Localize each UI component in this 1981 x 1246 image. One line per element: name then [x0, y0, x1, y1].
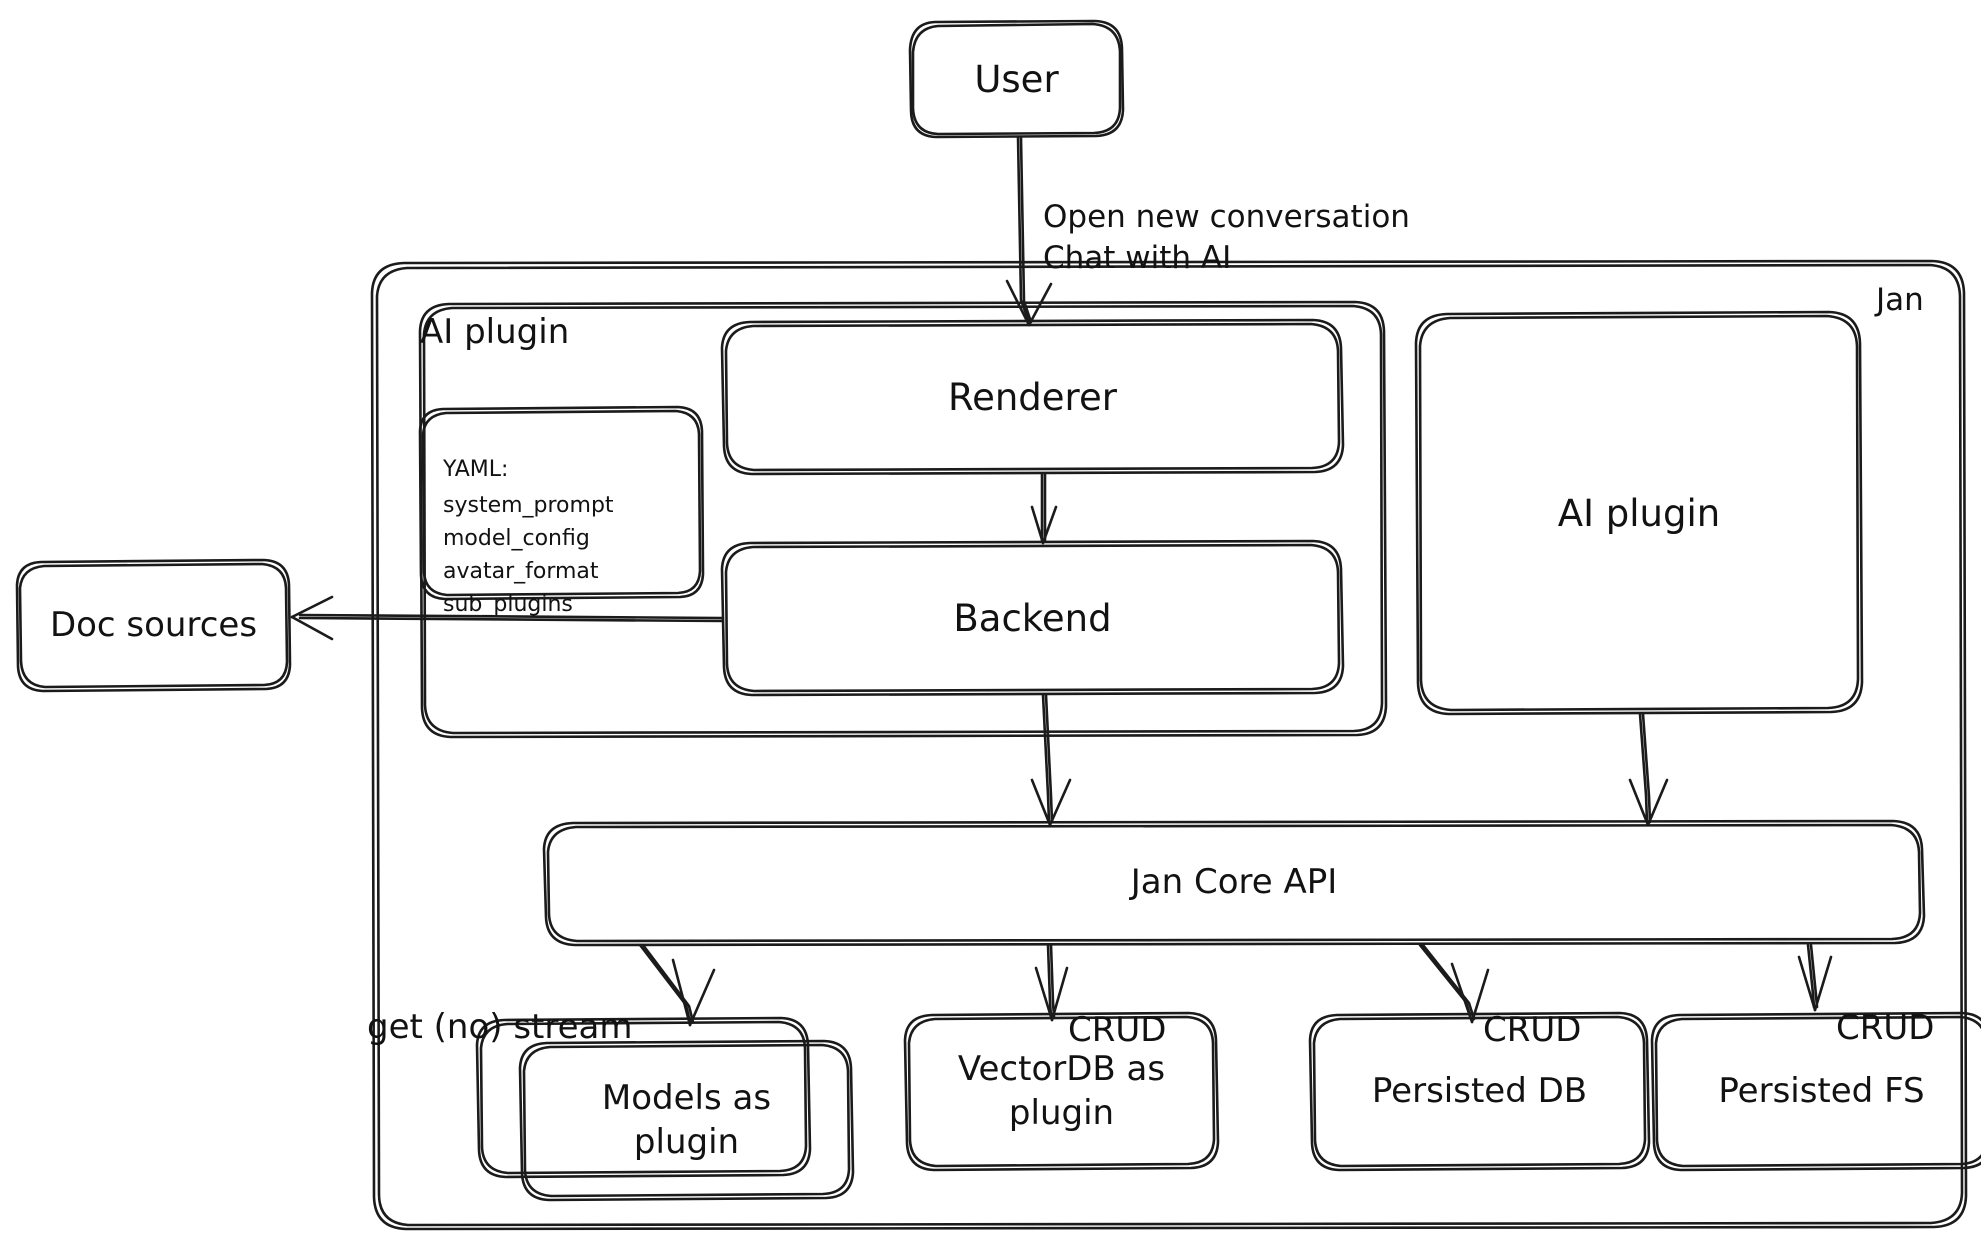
- persisted-fs-box-shape: [1650, 1011, 1981, 1172]
- edge-label-get-no-stream-text: get (no) stream: [367, 1006, 633, 1047]
- arrow-backend-to-docsources: [290, 595, 724, 641]
- arrow-renderer-to-backend: [1030, 472, 1058, 545]
- yaml-card-heading: YAML:: [443, 420, 508, 487]
- edge-label-open-new-conversation-text: Open new conversation Chat with AI: [1043, 198, 1410, 277]
- jan-core-api-box-shape: [542, 819, 1926, 947]
- arrow-aiplugin-to-core: [1628, 712, 1669, 827]
- yaml-card-key-model-config-text: model_config: [443, 526, 590, 552]
- container-jan-title: Jan: [1876, 282, 1924, 318]
- arrow-user-to-renderer: [1005, 135, 1053, 327]
- edge-label-crud-persisted-fs: CRUD: [1836, 960, 1934, 1051]
- edge-label-crud-persisted-db: CRUD: [1483, 962, 1581, 1053]
- edge-label-crud-persisted-fs-text: CRUD: [1836, 1007, 1935, 1048]
- yaml-card-heading-text: YAML:: [443, 457, 509, 483]
- edge-label-open-new-conversation: Open new conversation Chat with AI: [1043, 155, 1513, 280]
- arrow-backend-to-core: [1030, 693, 1072, 827]
- yaml-card-key-system-prompt: system_prompt: [443, 456, 614, 523]
- container-ai-plugin-group-label: AI plugin: [420, 312, 570, 352]
- edge-label-crud-vectordb-text: CRUD: [1068, 1009, 1167, 1050]
- edge-label-get-no-stream: get (no) stream: [367, 959, 707, 1050]
- doc-sources-box-shape: [15, 558, 292, 693]
- yaml-card-key-avatar-format: avatar_format: [443, 522, 599, 589]
- ai-plugin-group-shape: [418, 300, 1388, 739]
- persisted-db-box-shape: [1308, 1011, 1651, 1172]
- yaml-card-key-sub-plugins-text: sub_plugins: [443, 592, 573, 618]
- yaml-card-key-system-prompt-text: system_prompt: [443, 493, 614, 519]
- vectordb-plugin-box-shape: [903, 1011, 1220, 1172]
- container-jan-label: Jan: [1876, 282, 1924, 318]
- yaml-card-key-sub-plugins: sub_plugins: [443, 555, 573, 622]
- arrow-core-to-models: [638, 943, 716, 1027]
- yaml-card-key-model-config: model_config: [443, 489, 590, 556]
- edge-label-crud-persisted-db-text: CRUD: [1483, 1009, 1582, 1050]
- renderer-box-shape: [720, 318, 1345, 476]
- jan-container-shape: [370, 259, 1968, 1231]
- backend-box-shape: [720, 539, 1345, 697]
- yaml-card-shape: [418, 405, 705, 601]
- arrow-core-to-persistedfs: [1797, 943, 1833, 1012]
- ai-plugin-box-shape: [1414, 310, 1864, 716]
- models-plugin-back-card-shape: [475, 1016, 812, 1179]
- models-plugin-front-card-shape: [518, 1039, 855, 1202]
- yaml-card-key-avatar-format-text: avatar_format: [443, 559, 599, 585]
- arrow-core-to-persisteddb: [1418, 943, 1490, 1024]
- edge-label-crud-vectordb: CRUD: [1068, 962, 1166, 1053]
- user-box-shape: [908, 19, 1125, 139]
- container-ai-plugin-group-title: AI plugin: [420, 312, 569, 352]
- arrow-core-to-vectordb: [1034, 943, 1069, 1022]
